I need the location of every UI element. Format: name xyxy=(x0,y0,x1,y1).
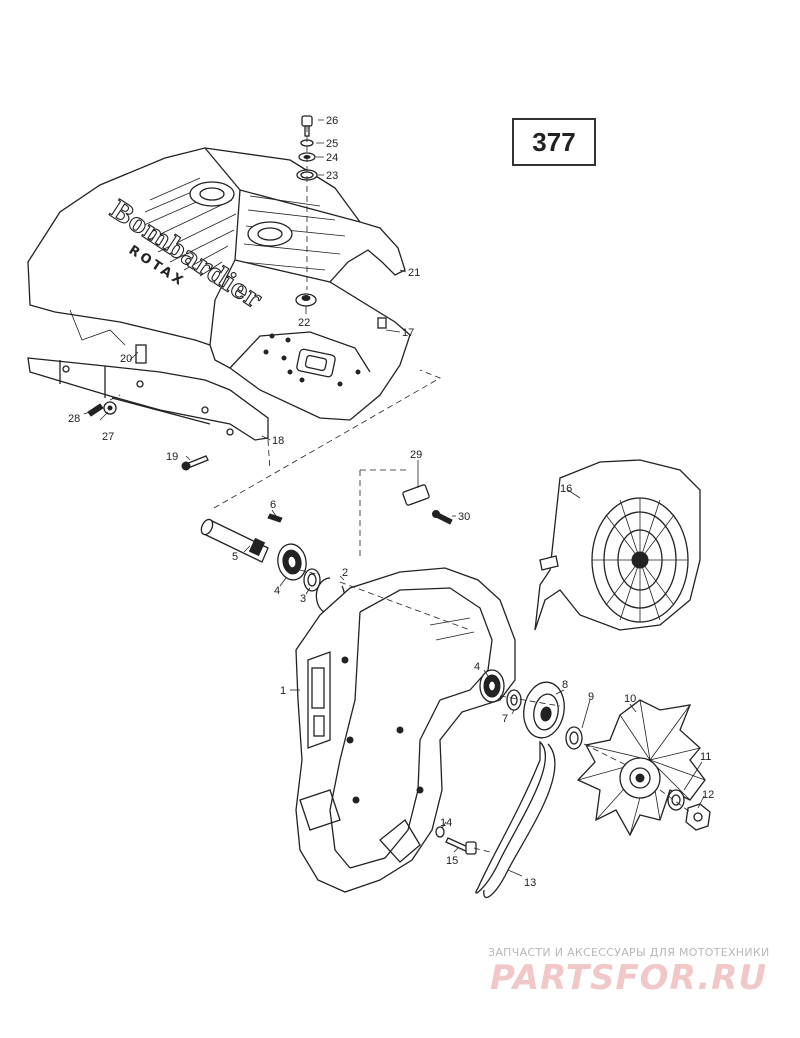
page-number-box: 377 xyxy=(512,118,596,166)
callout-labels: 26 25 24 23 21 22 17 20 18 19 28 27 29 3… xyxy=(68,115,714,889)
spacer-3 xyxy=(303,568,321,592)
callout-6: 6 xyxy=(270,499,276,511)
washer-14-bolt-15 xyxy=(435,826,477,855)
fan-cover-part xyxy=(27,147,411,421)
callout-1: 1 xyxy=(280,685,286,697)
callout-23: 23 xyxy=(326,170,338,182)
callout-20: 20 xyxy=(120,353,132,365)
spacer-9 xyxy=(565,726,583,750)
callout-28: 28 xyxy=(68,413,80,425)
grommet-22 xyxy=(295,293,317,307)
pulley-8 xyxy=(523,681,565,739)
screw-19 xyxy=(181,455,209,471)
bearing-4-upper xyxy=(277,543,307,581)
callout-15: 15 xyxy=(446,855,458,867)
assembly-dash-lines xyxy=(109,126,691,853)
callout-4-lower: 4 xyxy=(474,661,480,673)
callout-25: 25 xyxy=(326,138,338,150)
callout-26: 26 xyxy=(326,115,338,127)
callout-14: 14 xyxy=(440,817,452,829)
callout-7: 7 xyxy=(502,713,508,725)
callout-17: 17 xyxy=(402,327,414,339)
callout-24: 24 xyxy=(326,152,338,164)
leader-lines xyxy=(83,119,705,877)
callout-30: 30 xyxy=(458,511,470,523)
callout-29: 29 xyxy=(410,449,422,461)
bearing-4-lower xyxy=(479,669,505,703)
support-bracket-part xyxy=(27,309,269,441)
watermark-brand-logo: PARTSFOR.RU xyxy=(490,958,768,998)
callout-19: 19 xyxy=(166,451,178,463)
callout-4-upper: 4 xyxy=(274,585,280,597)
callout-22: 22 xyxy=(298,317,310,329)
key-6 xyxy=(267,513,283,523)
callout-18: 18 xyxy=(272,435,284,447)
callout-9: 9 xyxy=(588,691,594,703)
watermark-subtitle: ЗАПЧАСТИ И АКСЕССУАРЫ ДЛЯ МОТОТЕХНИКИ xyxy=(488,946,770,959)
belt-13 xyxy=(475,740,556,898)
callout-27: 27 xyxy=(102,431,114,443)
fan-10 xyxy=(576,699,706,837)
callout-12: 12 xyxy=(702,789,714,801)
callout-11: 11 xyxy=(700,751,711,763)
fan-housing-part xyxy=(295,567,516,893)
clip-29-screw-30 xyxy=(402,484,453,525)
fan-guard-16 xyxy=(534,459,701,631)
spacer-7 xyxy=(506,689,522,711)
fan-shaft-part xyxy=(200,518,269,563)
callout-10: 10 xyxy=(624,693,636,705)
callout-21: 21 xyxy=(408,267,420,279)
callout-3: 3 xyxy=(300,593,306,605)
washer-11 xyxy=(667,789,685,811)
callout-13: 13 xyxy=(524,877,536,889)
callout-16: 16 xyxy=(560,483,572,495)
callout-5: 5 xyxy=(232,551,238,563)
washer-27-screw-28 xyxy=(87,401,117,417)
callout-2: 2 xyxy=(342,567,348,579)
callout-8: 8 xyxy=(562,679,568,691)
